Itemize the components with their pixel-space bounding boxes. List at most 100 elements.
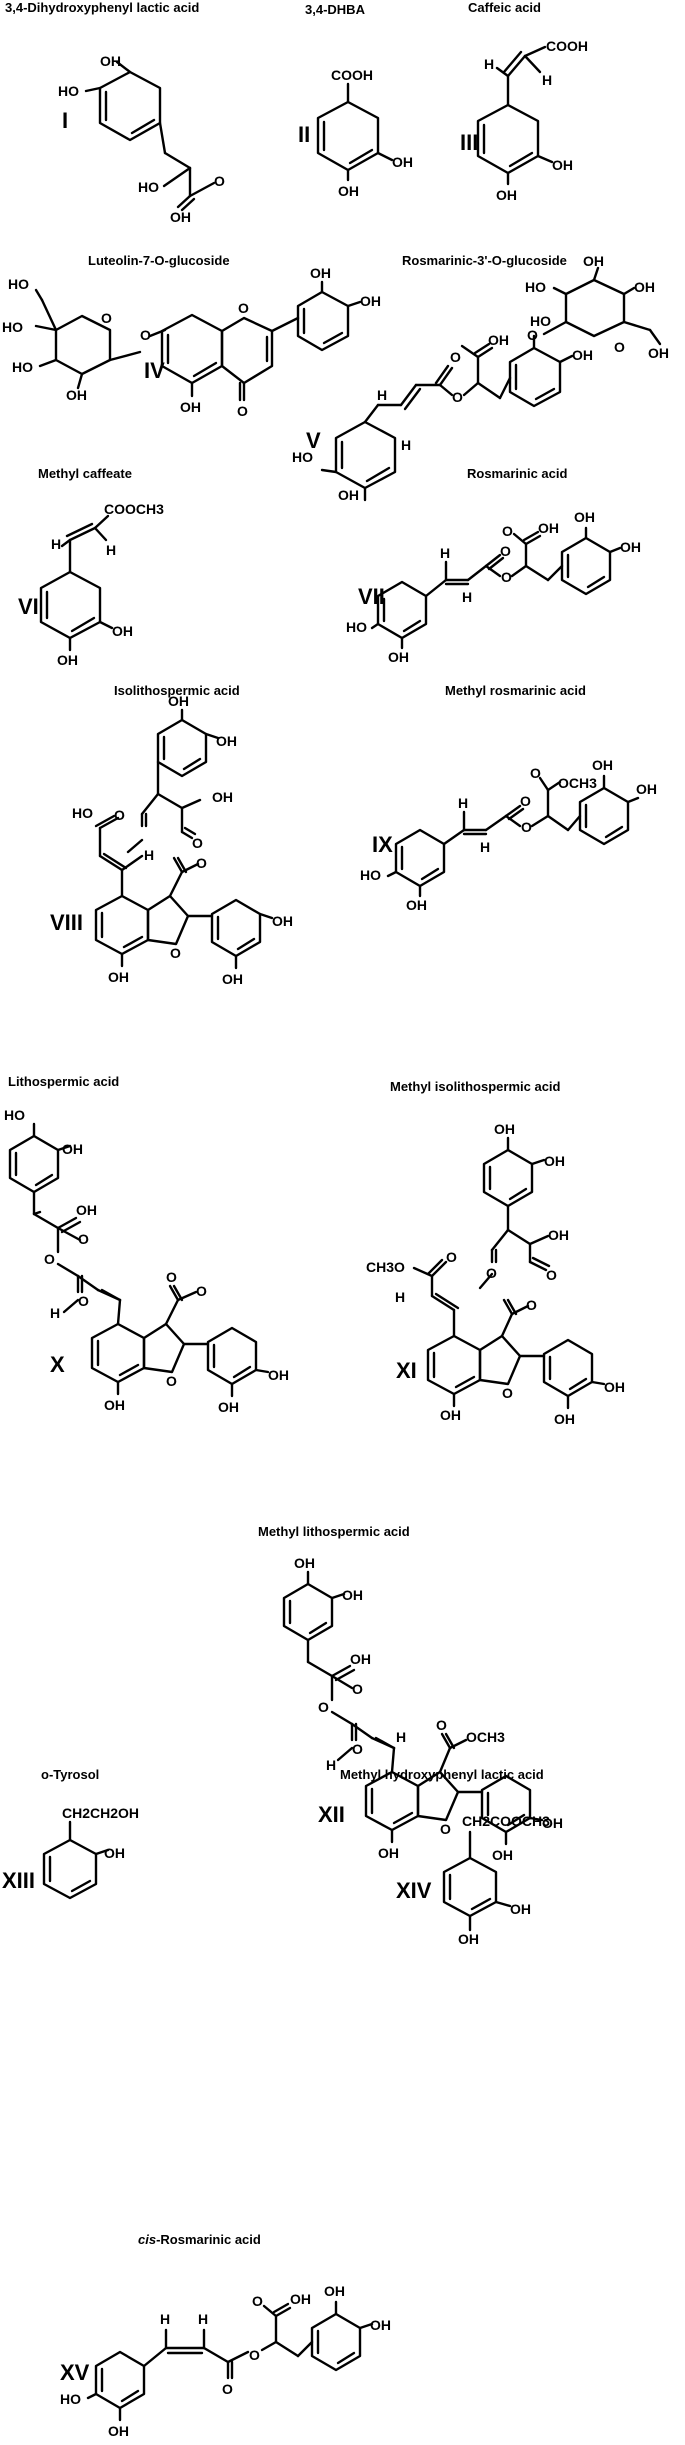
pyranone-ring — [220, 316, 274, 385]
bond — [172, 856, 184, 874]
compound-name-III: Caffeic acid — [468, 0, 541, 15]
bond — [412, 1266, 434, 1278]
bond — [100, 1288, 122, 1302]
atom-o: O — [44, 1251, 55, 1267]
benzene-ring — [476, 103, 540, 175]
compound-name-IV: Luteolin-7-O-glucoside — [88, 253, 230, 268]
bond — [590, 1380, 606, 1386]
structure-VII: H H O O O OH OH OH HO OH VII — [346, 509, 641, 665]
compound-name-X: Lithospermic acid — [8, 1074, 119, 1089]
bond — [498, 376, 512, 400]
bond — [330, 1674, 354, 1690]
atom-o: O — [237, 403, 248, 419]
bond — [320, 468, 338, 474]
bond — [204, 732, 220, 740]
bond — [120, 854, 144, 872]
bond — [32, 1212, 60, 1230]
compound-name-XV: cis-Rosmarinic acid — [138, 2232, 261, 2247]
numeral-X: X — [50, 1352, 65, 1377]
bond — [622, 320, 652, 332]
atom-ho: HO — [360, 867, 381, 883]
numeral-XIV: XIV — [396, 1878, 432, 1903]
bond — [365, 466, 391, 483]
atom-o: O — [527, 327, 538, 343]
benzene-ring — [310, 2312, 362, 2372]
bond — [502, 50, 523, 74]
atom-och3: OCH3 — [466, 1729, 505, 1745]
bond — [504, 814, 522, 828]
atom-ch3o: CH3O — [366, 1259, 405, 1275]
bond — [158, 121, 167, 155]
bond — [462, 381, 480, 397]
bond — [98, 854, 124, 872]
structure-XII: OH OH OH O O O H H O OCH3 O OH OH OH XII — [282, 1555, 563, 1863]
bond — [330, 1592, 346, 1600]
atom-oh: OH — [108, 969, 129, 985]
bond — [176, 1290, 198, 1302]
bond — [507, 807, 525, 821]
numeral-IX: IX — [372, 832, 393, 857]
bond — [473, 342, 491, 355]
atom-oh: OH — [104, 1845, 125, 1861]
atom-h: H — [326, 1757, 336, 1773]
bond — [274, 2306, 292, 2318]
bond — [330, 1664, 352, 1678]
atom-ho: HO — [58, 83, 79, 99]
bond — [568, 1377, 588, 1391]
bond — [232, 1365, 252, 1379]
atom-oh: OH — [548, 1227, 569, 1243]
atom-h: H — [440, 545, 450, 561]
bond — [506, 1813, 526, 1827]
atom-o: O — [214, 173, 225, 189]
structure-XI: OH OH O OH O O CH3O O H O OH OH OH XI — [366, 1121, 625, 1427]
atom-oh: OH — [592, 757, 613, 773]
atom-och3: OCH3 — [558, 775, 597, 791]
bond — [490, 1228, 510, 1252]
atom-h: H — [50, 1305, 60, 1321]
atom-h: H — [458, 795, 468, 811]
benzene-ring — [39, 570, 102, 640]
bond — [330, 1710, 354, 1726]
bond — [403, 387, 422, 411]
atom-o: O — [521, 819, 532, 835]
compound-name-XII: Methyl lithospermic acid — [258, 1524, 410, 1539]
bond — [399, 383, 418, 407]
atom-oh: OH — [212, 789, 233, 805]
atom-o: O — [196, 855, 207, 871]
structure-I: OH HO HO O OH I — [58, 53, 225, 225]
furan-ring — [142, 1322, 186, 1374]
benzene-ring — [98, 70, 162, 142]
atom-ho: HO — [12, 359, 33, 375]
atom-oh: OH — [62, 1141, 83, 1157]
atom-oh: OH — [406, 897, 427, 913]
bond — [530, 1158, 546, 1166]
atom-oh: OH — [342, 1587, 363, 1603]
structure-II: COOH OH OH II — [298, 67, 413, 199]
bond — [470, 1897, 492, 1911]
atom-h: H — [396, 1729, 406, 1745]
bond — [226, 2350, 250, 2364]
atom-oh: OH — [583, 253, 604, 269]
bond — [466, 564, 488, 582]
benzene-ring — [394, 828, 446, 888]
bond — [322, 331, 344, 345]
benzene-ring — [90, 1322, 146, 1384]
atom-oh: OH — [66, 387, 87, 403]
bond — [156, 792, 184, 810]
structure-XIV: CH2COOCH3 OH OH XIV — [396, 1813, 550, 1947]
atom-oh: OH — [360, 293, 381, 309]
bond — [163, 151, 192, 170]
bond — [93, 526, 108, 542]
atom-o: O — [500, 543, 511, 559]
atom-o: O — [192, 835, 203, 851]
bond — [60, 538, 72, 548]
bond — [430, 1294, 456, 1312]
bond — [236, 937, 256, 951]
atom-h: H — [106, 542, 116, 558]
atom-o: O — [530, 765, 541, 781]
atom-ho: HO — [530, 313, 551, 329]
atom-oh: OH — [104, 1397, 125, 1413]
bond — [65, 522, 94, 538]
bond — [442, 828, 466, 846]
atom-ho: HO — [138, 179, 159, 195]
